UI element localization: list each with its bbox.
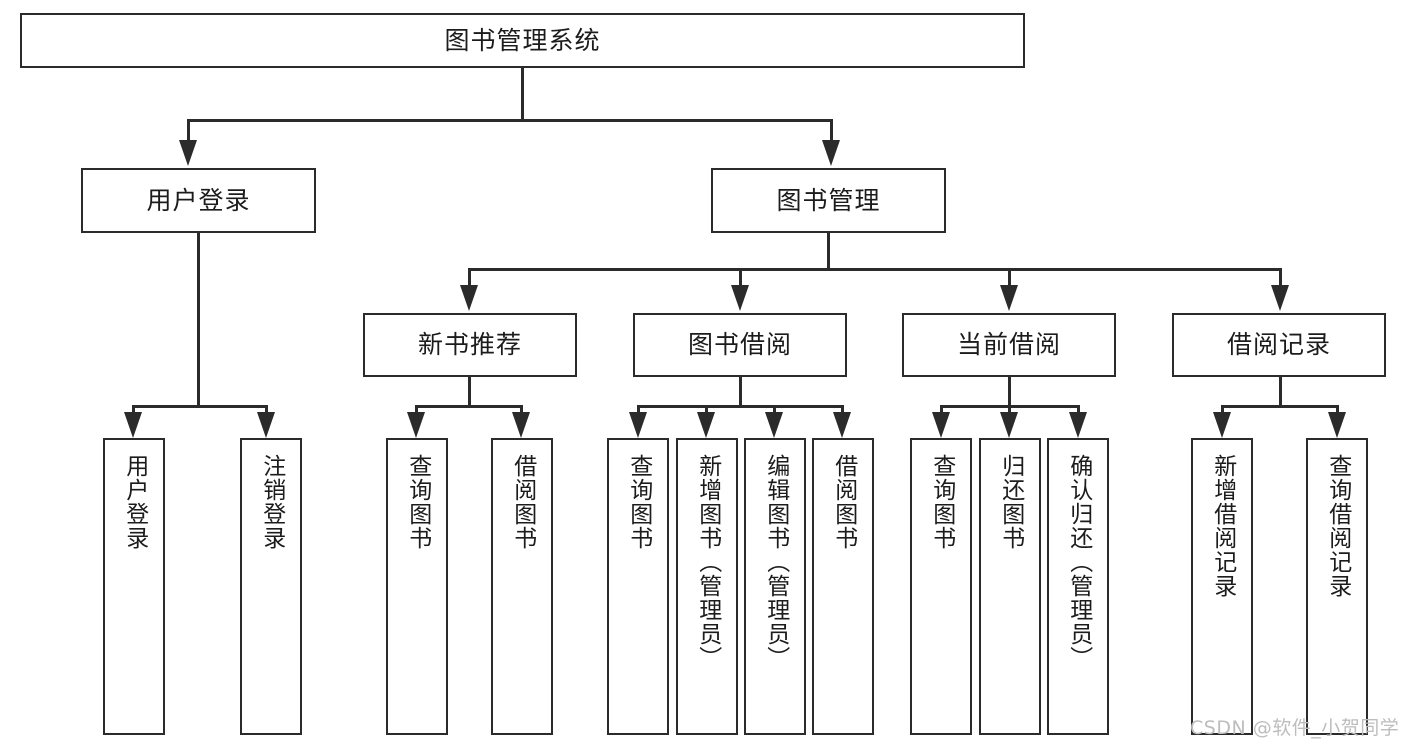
edge-book-borrow-stem <box>739 377 742 407</box>
edge-drop-leaf-current-borrow-3 <box>1077 405 1080 417</box>
arrowhead-leaf-current-borrow-1 <box>932 412 950 438</box>
leaf-book-borrow-borrow-book[interactable]: 借阅图书 <box>812 438 874 735</box>
arrowhead-borrow-record <box>1271 285 1289 311</box>
node-label: 图书借阅 <box>687 330 792 360</box>
arrowhead-leaf-current-borrow-2 <box>1000 412 1018 438</box>
node-label: 当前借阅 <box>956 330 1061 360</box>
leaf-label: 新增借阅记录 <box>1209 454 1236 598</box>
edge-current-borrow-stem <box>1008 377 1011 407</box>
arrowhead-book-management <box>822 140 840 166</box>
leaf-new-book-borrow-book[interactable]: 借阅图书 <box>491 438 553 735</box>
edge-level1-bus <box>187 119 833 122</box>
leaf-label: 用户登录 <box>121 454 148 550</box>
arrowhead-leaf-book-borrow-4 <box>833 412 851 438</box>
leaf-label: 借阅图书 <box>830 454 857 550</box>
leaf-book-borrow-add-book-admin[interactable]: 新增图书（管理员） <box>676 438 738 735</box>
node-user-login[interactable]: 用户登录 <box>81 168 316 233</box>
edge-drop-leaf-current-borrow-1 <box>940 405 943 417</box>
leaf-label: 归还图书 <box>997 454 1024 550</box>
edge-book-borrow-leaf-bus <box>637 405 843 408</box>
edge-root-stem <box>521 68 524 121</box>
edge-level2-bus <box>468 268 1282 271</box>
edge-new-book-stem <box>468 377 471 407</box>
node-label: 新书推荐 <box>417 330 522 360</box>
edge-borrow-record-leaf-bus <box>1221 405 1339 408</box>
arrowhead-new-book <box>460 285 478 311</box>
arrowhead-leaf-new-book-2 <box>512 412 530 438</box>
edge-drop-leaf-user-login-1 <box>132 405 135 417</box>
node-label: 用户登录 <box>146 185 251 215</box>
leaf-label: 查询图书 <box>404 454 431 550</box>
node-new-book-recommend[interactable]: 新书推荐 <box>363 313 577 377</box>
leaf-label: 确认归还（管理员） <box>1065 454 1092 670</box>
leaf-borrow-record-query-record[interactable]: 查询借阅记录 <box>1306 438 1368 735</box>
leaf-current-borrow-confirm-return-admin[interactable]: 确认归还（管理员） <box>1047 438 1109 735</box>
edge-drop-user-login <box>187 119 190 143</box>
edge-borrow-record-stem <box>1279 377 1282 407</box>
node-book-management[interactable]: 图书管理 <box>711 168 946 233</box>
leaf-book-borrow-edit-book-admin[interactable]: 编辑图书（管理员） <box>744 438 806 735</box>
leaf-borrow-record-add-record[interactable]: 新增借阅记录 <box>1191 438 1253 735</box>
leaf-user-login-logout[interactable]: 注销登录 <box>240 438 302 735</box>
arrowhead-leaf-user-login-1 <box>124 412 142 438</box>
leaf-label: 注销登录 <box>258 454 285 550</box>
node-root-book-management-system[interactable]: 图书管理系统 <box>20 13 1025 68</box>
leaf-current-borrow-return-book[interactable]: 归还图书 <box>979 438 1041 735</box>
edge-drop-current-borrow <box>1008 268 1011 288</box>
edge-drop-leaf-book-borrow-4 <box>841 405 844 417</box>
edge-drop-leaf-borrow-record-2 <box>1336 405 1339 417</box>
edge-drop-leaf-current-borrow-2 <box>1008 405 1011 417</box>
edge-drop-new-book <box>468 268 471 288</box>
edge-new-book-leaf-bus <box>415 405 523 408</box>
arrowhead-leaf-borrow-record-2 <box>1328 412 1346 438</box>
edge-drop-borrow-record <box>1279 268 1282 288</box>
arrowhead-user-login <box>179 140 197 166</box>
edge-drop-leaf-book-borrow-3 <box>773 405 776 417</box>
leaf-book-borrow-query-book[interactable]: 查询图书 <box>607 438 669 735</box>
leaf-current-borrow-query-book[interactable]: 查询图书 <box>910 438 972 735</box>
arrowhead-leaf-borrow-record-1 <box>1213 412 1231 438</box>
node-current-borrow[interactable]: 当前借阅 <box>902 313 1116 377</box>
leaf-label: 新增图书（管理员） <box>694 454 721 670</box>
leaf-label: 查询借阅记录 <box>1324 454 1351 598</box>
arrowhead-leaf-user-login-2 <box>257 412 275 438</box>
node-label: 图书管理系统 <box>444 25 601 55</box>
edge-book-management-stem <box>827 233 830 270</box>
arrowhead-leaf-book-borrow-3 <box>765 412 783 438</box>
arrowhead-leaf-current-borrow-3 <box>1069 412 1087 438</box>
node-label: 图书管理 <box>776 185 881 215</box>
edge-drop-leaf-book-borrow-2 <box>705 405 708 417</box>
edge-drop-book-borrow <box>739 268 742 288</box>
arrowhead-leaf-new-book-1 <box>407 412 425 438</box>
leaf-label: 借阅图书 <box>509 454 536 550</box>
csdn-watermark: CSDN @软件_小贺同学 <box>1190 717 1400 739</box>
edge-drop-book-management <box>830 119 833 143</box>
arrowhead-leaf-book-borrow-1 <box>629 412 647 438</box>
leaf-label: 查询图书 <box>625 454 652 550</box>
node-book-borrow[interactable]: 图书借阅 <box>633 313 847 377</box>
leaf-label: 编辑图书（管理员） <box>762 454 789 670</box>
arrowhead-book-borrow <box>731 285 749 311</box>
arrowhead-leaf-book-borrow-2 <box>697 412 715 438</box>
node-label: 借阅记录 <box>1226 330 1331 360</box>
edge-drop-leaf-borrow-record-1 <box>1221 405 1224 417</box>
edge-drop-leaf-new-book-2 <box>520 405 523 417</box>
edge-drop-leaf-user-login-2 <box>265 405 268 417</box>
edge-drop-leaf-new-book-1 <box>415 405 418 417</box>
leaf-user-login-login[interactable]: 用户登录 <box>103 438 165 735</box>
edge-user-login-leaf-bus <box>132 405 268 408</box>
leaf-new-book-query-book[interactable]: 查询图书 <box>386 438 448 735</box>
node-borrow-record[interactable]: 借阅记录 <box>1172 313 1386 377</box>
leaf-label: 查询图书 <box>928 454 955 550</box>
edge-drop-leaf-book-borrow-1 <box>637 405 640 417</box>
edge-user-login-stem <box>197 233 200 408</box>
arrowhead-current-borrow <box>1000 285 1018 311</box>
